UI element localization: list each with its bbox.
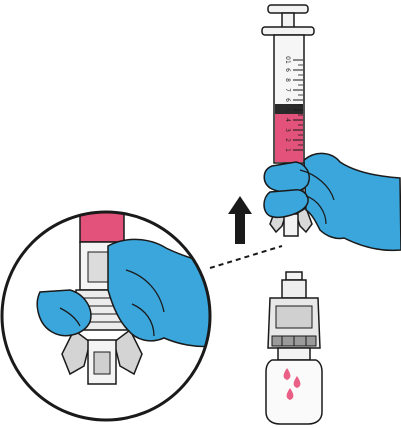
arrow-up-icon: [228, 196, 252, 244]
scale-label: 01: [284, 56, 291, 64]
syringe-flange: [261, 26, 315, 36]
scale-label: 4: [284, 118, 291, 122]
zoom-medicine: [79, 212, 125, 243]
scale-label: 8: [284, 78, 291, 82]
syringe-medicine: [275, 114, 303, 162]
plunger-seal: [275, 104, 303, 114]
scale-label: 6: [284, 98, 291, 102]
scale-label: 2: [284, 138, 291, 142]
medicine-vial: [265, 271, 323, 425]
plunger-thumb-rest: [267, 4, 309, 14]
gloved-hand-top: [263, 152, 401, 252]
syringe: 01 6 8 7 6 5 4 3 2 1: [261, 4, 315, 178]
scale-label: 5: [284, 108, 291, 112]
magnified-detail: [0, 210, 212, 422]
magnifier-ring: [0, 210, 212, 422]
scale-label: 1: [284, 148, 291, 152]
medicine-drops-icon: [283, 368, 301, 400]
scale-label: 6: [284, 68, 291, 72]
scale-label: 3: [284, 128, 291, 132]
syringe-scale: 01 6 8 7 6 5 4 3 2 1: [284, 56, 303, 152]
callout-line: [209, 245, 283, 269]
scale-label: 7: [284, 88, 291, 92]
